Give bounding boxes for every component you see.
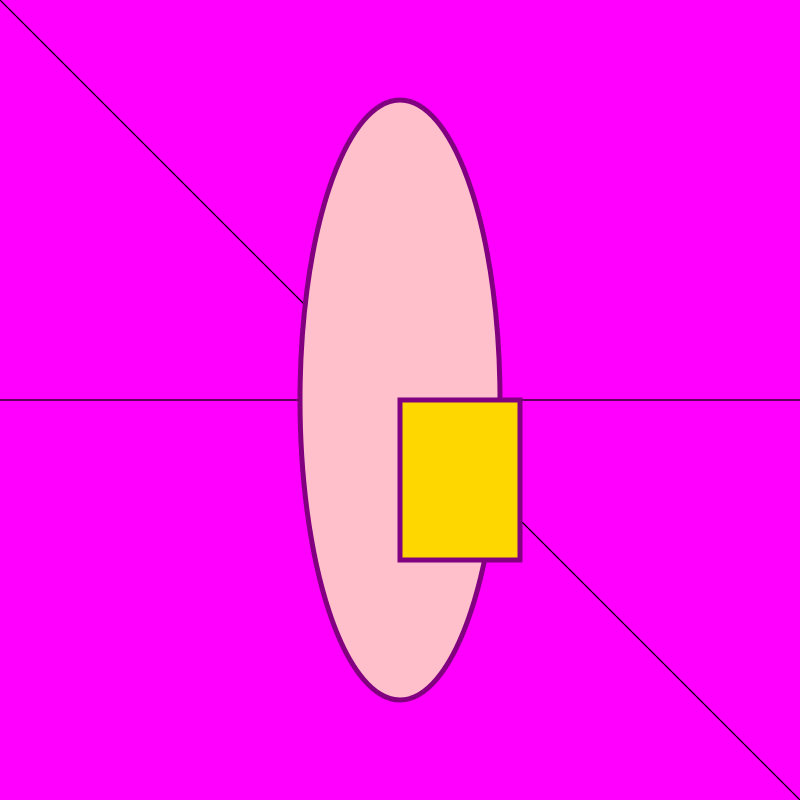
gold-rectangle	[397, 397, 523, 563]
